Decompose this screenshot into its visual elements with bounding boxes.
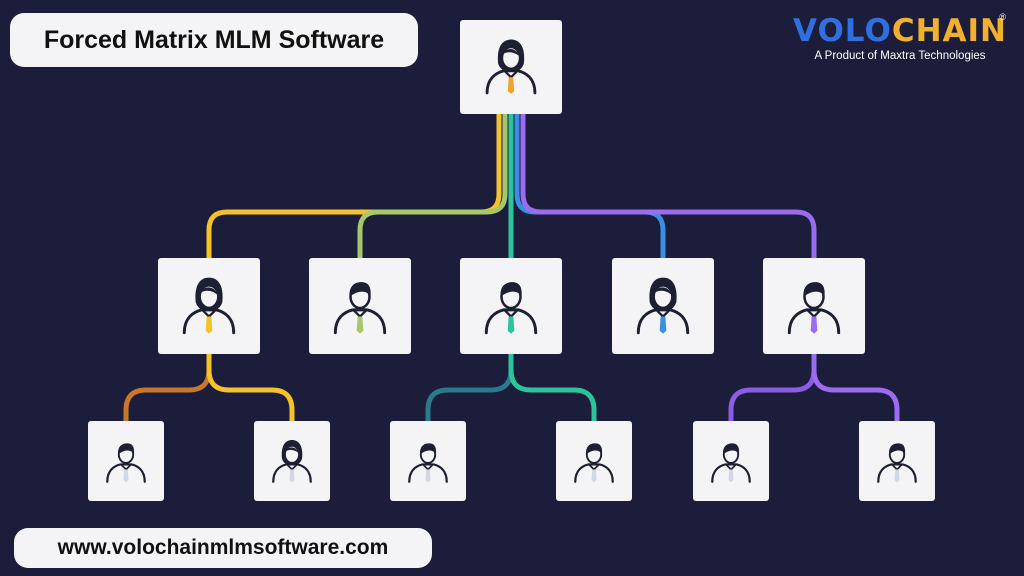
female-user-icon bbox=[182, 277, 236, 335]
male-user-icon bbox=[787, 282, 841, 335]
level1-member-node-4[interactable] bbox=[612, 258, 714, 354]
root-member-node[interactable] bbox=[460, 20, 562, 114]
male-user-icon bbox=[574, 443, 614, 483]
tree-connectors bbox=[123, 111, 900, 424]
connector-root-to-level1-1 bbox=[206, 111, 502, 261]
level1-member-node-5[interactable] bbox=[763, 258, 865, 354]
connector-root-to-level1-2 bbox=[357, 111, 508, 261]
brand-name: VOLOCHAIN bbox=[790, 14, 1010, 48]
connector-level1-to-level2-6 bbox=[811, 351, 900, 424]
connector-level1-to-level2-1 bbox=[123, 351, 212, 424]
male-user-icon bbox=[333, 282, 387, 335]
connector-level1-to-level2-4 bbox=[508, 351, 597, 424]
level2-member-node-1[interactable] bbox=[88, 421, 164, 501]
female-user-icon bbox=[272, 439, 312, 483]
male-user-icon bbox=[106, 443, 146, 483]
female-user-icon bbox=[485, 39, 537, 95]
level2-member-node-3[interactable] bbox=[390, 421, 466, 501]
level2-member-node-4[interactable] bbox=[556, 421, 632, 501]
female-user-icon bbox=[636, 277, 690, 335]
brand-tagline: A Product of Maxtra Technologies bbox=[814, 50, 986, 62]
connector-root-to-level1-4 bbox=[514, 111, 666, 261]
level2-member-node-2[interactable] bbox=[254, 421, 330, 501]
level2-member-node-6[interactable] bbox=[859, 421, 935, 501]
brand-name-part2: CHAIN bbox=[891, 13, 1007, 49]
connector-level1-to-level2-2 bbox=[206, 351, 295, 424]
connector-level1-to-level2-5 bbox=[728, 351, 817, 424]
level2-member-node-5[interactable] bbox=[693, 421, 769, 501]
male-user-icon bbox=[711, 443, 751, 483]
connector-level1-to-level2-3 bbox=[425, 351, 514, 424]
brand-logo: VOLOCHAIN ® A Product of Maxtra Technolo… bbox=[790, 12, 1010, 62]
brand-name-part1: VOLO bbox=[793, 13, 892, 49]
male-user-icon bbox=[484, 282, 538, 335]
website-url[interactable]: www.volochainmlmsoftware.com bbox=[14, 528, 432, 568]
connector-root-to-level1-5 bbox=[520, 111, 817, 261]
male-user-icon bbox=[877, 443, 917, 483]
level1-member-node-2[interactable] bbox=[309, 258, 411, 354]
tree-nodes bbox=[88, 20, 935, 501]
level1-member-node-3[interactable] bbox=[460, 258, 562, 354]
page-title: Forced Matrix MLM Software bbox=[10, 13, 418, 67]
level1-member-node-1[interactable] bbox=[158, 258, 260, 354]
registered-mark: ® bbox=[999, 12, 1006, 22]
male-user-icon bbox=[408, 443, 448, 483]
